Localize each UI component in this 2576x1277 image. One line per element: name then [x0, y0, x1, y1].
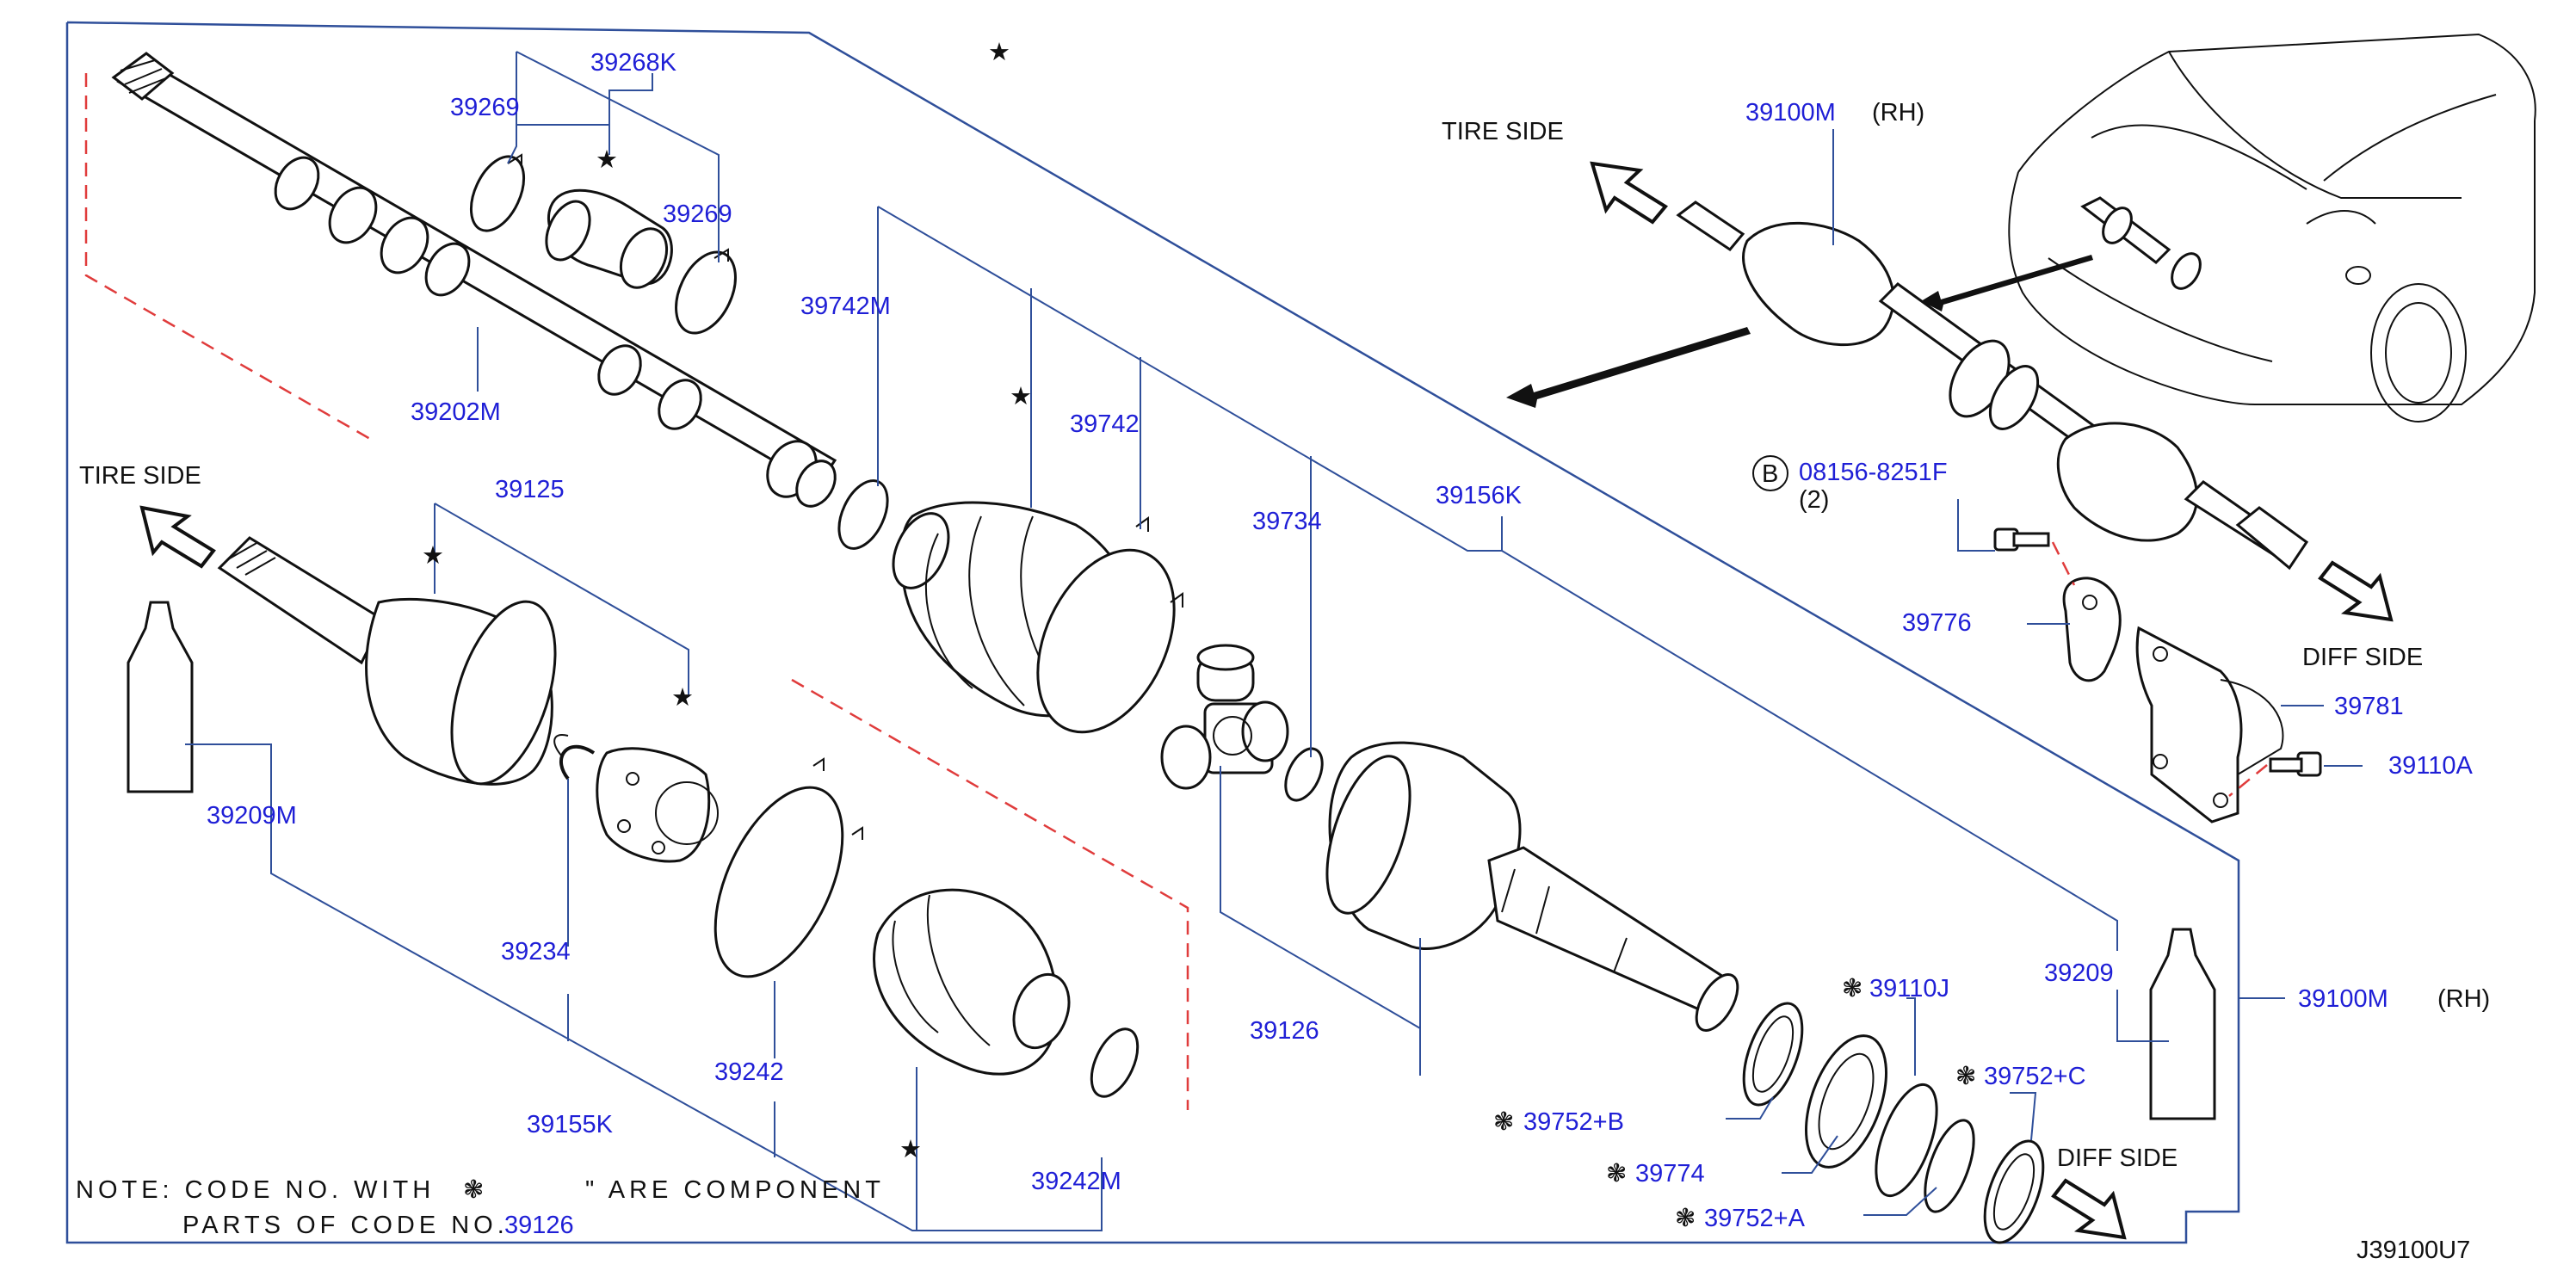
star-icon: ★: [1010, 383, 1032, 410]
tire-side-arrow-left-icon: [139, 505, 216, 569]
ref-marker-b-circle: [1752, 455, 1788, 491]
part-label-39752c[interactable]: 39752+C: [1984, 1063, 2086, 1090]
diff-side-arrow-right-icon: [2318, 560, 2394, 622]
car-outline-drawing: [2008, 33, 2536, 423]
bearing-seal-group-drawing: [1742, 1002, 2045, 1244]
part-label-39776[interactable]: 39776: [1902, 609, 1972, 637]
shaft-39202m-drawing: [111, 52, 837, 508]
star-icon: ★: [422, 542, 444, 570]
part-label-39234[interactable]: 39234: [501, 938, 571, 965]
note-line-2a: PARTS OF CODE NO.: [182, 1212, 509, 1239]
star-icon: ★: [988, 39, 1010, 66]
boot-39268k-drawing: [469, 153, 737, 335]
tripod-39126-drawing: [1160, 644, 1324, 802]
part-label-39269-a[interactable]: 39269: [450, 94, 520, 121]
leader-lines: [185, 51, 2363, 1231]
part-label-39752b[interactable]: 39752+B: [1523, 1108, 1624, 1136]
diff-side-label-right: DIFF SIDE: [2302, 644, 2423, 671]
ref-marker-b: B: [1762, 460, 1778, 488]
boot-39742-drawing: [837, 479, 1183, 734]
diff-side-arrow-bottom-icon: [2051, 1178, 2127, 1240]
part-label-39126[interactable]: 39126: [1250, 1017, 1319, 1045]
part-label-39209m[interactable]: 39209M: [207, 802, 297, 830]
part-label-39100m-right[interactable]: 39100M: [2298, 985, 2388, 1013]
direction-arrows: [139, 161, 2394, 1240]
part-label-39209[interactable]: 39209: [2044, 959, 2114, 987]
star-icon: ★: [671, 684, 694, 712]
part-label-39110j[interactable]: 39110J: [1869, 975, 1949, 1002]
note-line-1a: NOTE: CODE NO. WITH: [76, 1176, 435, 1204]
part-label-39156k[interactable]: 39156K: [1436, 482, 1523, 509]
part-label-39125[interactable]: 39125: [495, 476, 565, 503]
tire-side-label-top: TIRE SIDE: [1442, 118, 1564, 145]
housing-39156k-drawing: [1325, 741, 1739, 1032]
part-labels: 39268K 39269 39269 39202M 39742M 39742 3…: [79, 49, 2490, 1232]
component-mark-icon: ❃: [463, 1176, 484, 1204]
bracket-39781-drawing: [2135, 626, 2284, 824]
diff-side-label-bottom: DIFF SIDE: [2057, 1144, 2178, 1172]
part-label-39752a[interactable]: 39752+A: [1704, 1205, 1806, 1232]
outer-joint-39125-drawing: [217, 536, 719, 863]
star-icon: ★: [596, 146, 618, 174]
star-markers: ★ ★ ★ ★ ★ ★: [422, 39, 1032, 1163]
bracket-39776-drawing: [2062, 577, 2122, 682]
part-label-39774[interactable]: 39774: [1635, 1160, 1705, 1188]
part-label-39781[interactable]: 39781: [2334, 693, 2404, 720]
part-label-39155k[interactable]: 39155K: [527, 1111, 614, 1138]
assembly-frame: [65, 21, 2240, 1244]
part-label-39742[interactable]: 39742: [1070, 410, 1140, 438]
part-label-39202m[interactable]: 39202M: [411, 398, 501, 426]
complete-driveshaft-drawing: [1676, 200, 2309, 571]
note-block: NOTE: CODE NO. WITH ❃ " ARE COMPONENT PA…: [76, 1176, 885, 1239]
part-label-39268k[interactable]: 39268K: [590, 49, 677, 77]
component-mark-icon: ❃: [1842, 975, 1863, 1002]
tire-side-label-left: TIRE SIDE: [79, 462, 201, 490]
part-label-39100m-top[interactable]: 39100M: [1745, 99, 1836, 126]
dashed-guides: [84, 73, 1189, 1110]
part-label-39242m[interactable]: 39242M: [1031, 1168, 1121, 1195]
tire-side-arrow-top-icon: [1590, 161, 1669, 225]
component-mark-icon: ❃: [1493, 1108, 1514, 1136]
qty-label-08156: (2): [1799, 486, 1829, 514]
component-mark-icon: ❃: [1955, 1063, 1976, 1090]
bolt-39110a-drawing: [2228, 751, 2322, 797]
rh-label-right: (RH): [2437, 985, 2490, 1013]
boot-39242-drawing: [713, 757, 1140, 1098]
diagram-id: J39100U7: [2357, 1237, 2470, 1264]
component-mark-icon: ❃: [1606, 1160, 1627, 1188]
part-label-39734[interactable]: 39734: [1252, 508, 1322, 535]
grease-tube-drawings: [127, 601, 2216, 1120]
part-label-39110a[interactable]: 39110A: [2388, 752, 2473, 780]
note-line-1b: " ARE COMPONENT: [585, 1176, 885, 1204]
part-label-39269-b[interactable]: 39269: [663, 200, 732, 228]
part-label-39742m[interactable]: 39742M: [800, 293, 891, 320]
snap-ring-39234-drawing: [559, 744, 596, 780]
rh-label-top: (RH): [1872, 99, 1924, 126]
part-label-08156-8251f[interactable]: 08156-8251F: [1799, 459, 1948, 486]
component-mark-icon: ❃: [1675, 1205, 1696, 1232]
note-ref-39126[interactable]: 39126: [504, 1212, 574, 1239]
star-icon: ★: [899, 1136, 922, 1163]
bolt-08156-drawing: [1993, 527, 2076, 586]
part-label-39242[interactable]: 39242: [714, 1058, 784, 1086]
